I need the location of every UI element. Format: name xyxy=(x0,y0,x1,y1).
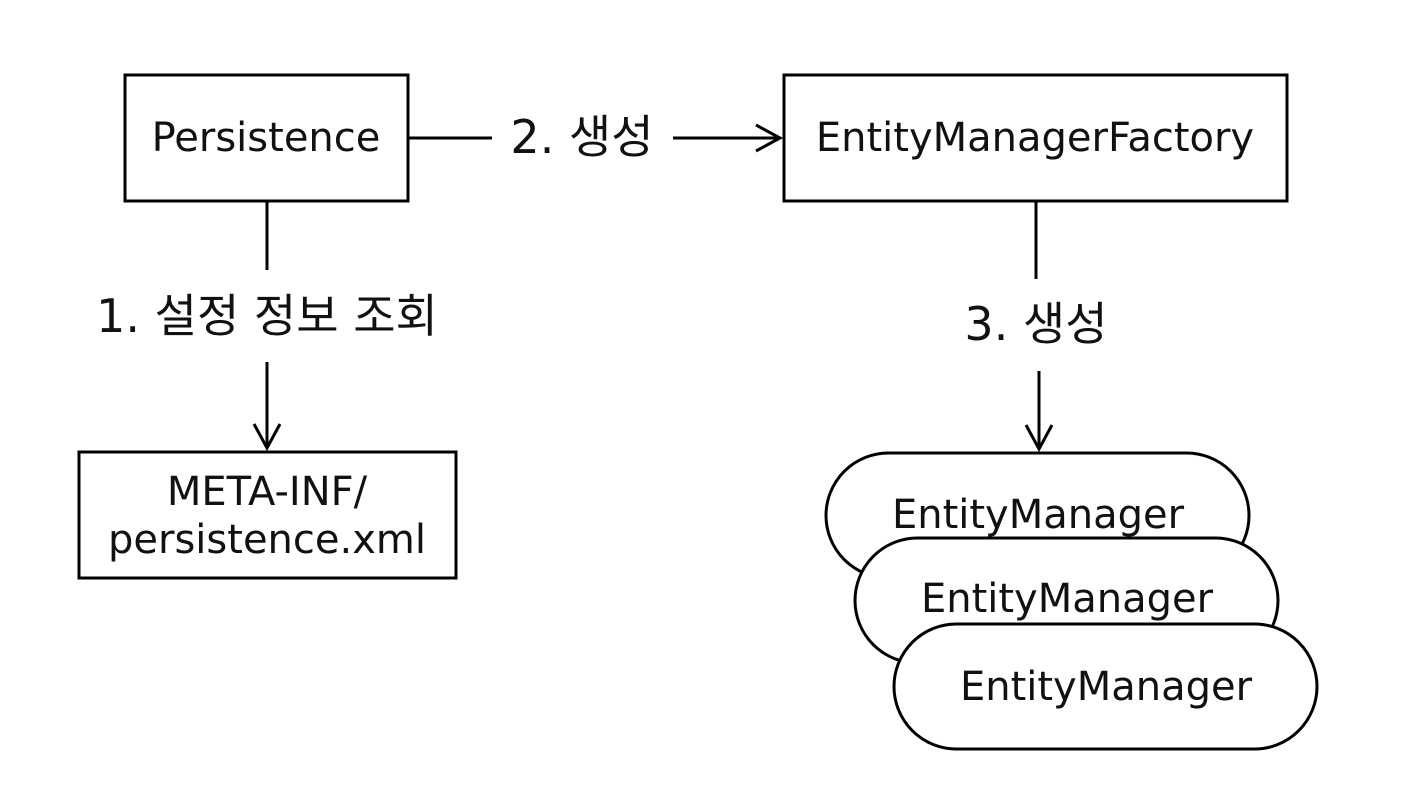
node-entity-manager-3: EntityManager xyxy=(892,622,1319,751)
node-entity-manager-2-label: EntityManager xyxy=(921,576,1214,622)
arrow-head-right xyxy=(755,123,784,153)
node-persistence-xml: META-INF/ persistence.xml xyxy=(77,450,458,580)
edge-read-config-label: 1. 설정 정보 조회 xyxy=(96,289,438,343)
node-persistence-xml-label-line2: persistence.xml xyxy=(108,517,426,563)
arrow-head-down xyxy=(252,423,282,452)
edge-create-em-label: 3. 생성 xyxy=(964,297,1107,351)
edge-create-emf: 2. 생성 xyxy=(408,110,784,164)
node-entity-manager-3-label: EntityManager xyxy=(960,664,1253,710)
node-entity-manager-1-label: EntityManager xyxy=(892,492,1185,538)
edge-create-emf-label: 2. 생성 xyxy=(510,110,653,164)
node-entity-manager-factory: EntityManagerFactory xyxy=(782,73,1289,203)
arrow-head-down xyxy=(1024,424,1054,453)
edge-create-em: 3. 생성 xyxy=(964,201,1108,453)
node-persistence-xml-label-line1: META-INF/ xyxy=(167,469,368,515)
node-persistence: Persistence xyxy=(123,73,410,203)
node-persistence-label: Persistence xyxy=(152,115,381,161)
edge-read-config: 1. 설정 정보 조회 xyxy=(96,201,438,452)
node-entity-manager-factory-label: EntityManagerFactory xyxy=(816,115,1254,161)
